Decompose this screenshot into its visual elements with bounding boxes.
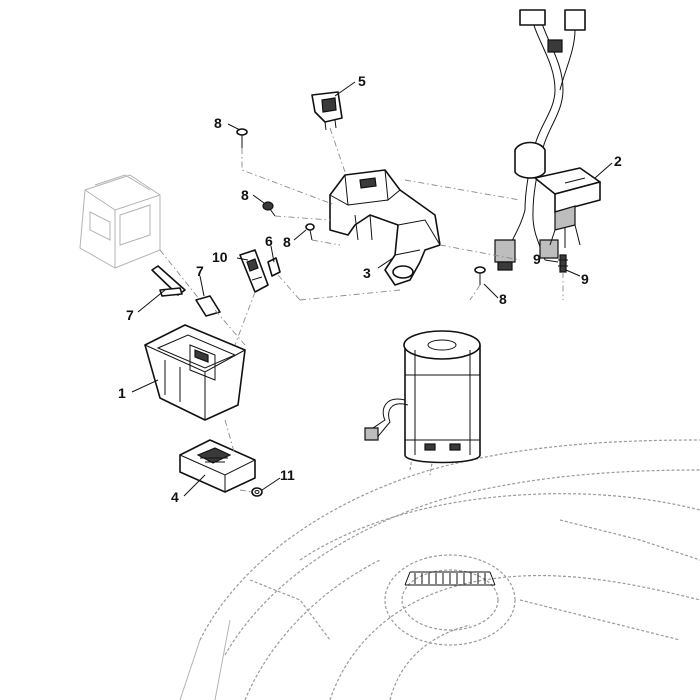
callout-11: 11 xyxy=(280,467,295,483)
callout-10: 10 xyxy=(212,249,228,265)
callout-7-right: 7 xyxy=(196,263,204,279)
callout-4: 4 xyxy=(171,489,179,505)
part-7-latch-right xyxy=(195,295,221,317)
callout-8-left: 8 xyxy=(283,234,291,250)
part-3-console-bracket xyxy=(329,169,441,286)
callout-9-right: 9 xyxy=(581,271,589,287)
assembly-lines xyxy=(159,127,564,493)
nut-11 xyxy=(251,487,263,497)
part-5-switch xyxy=(311,91,343,131)
screw-8-mid xyxy=(262,201,276,217)
mower-deck-outline xyxy=(179,439,700,700)
blade-hub-ring xyxy=(404,571,496,586)
screw-8-left xyxy=(305,223,315,241)
screw-8-right xyxy=(474,266,486,285)
part-4-control-module xyxy=(179,439,256,493)
callout-2: 2 xyxy=(614,153,622,169)
callout-3: 3 xyxy=(363,265,371,281)
wiring-harness xyxy=(494,9,586,271)
battery-pack xyxy=(79,174,161,269)
motor xyxy=(364,330,481,464)
part-1-battery-compartment xyxy=(144,324,246,421)
callout-8-right: 8 xyxy=(499,291,507,307)
part-7-latch-left xyxy=(151,265,186,297)
leader-lines xyxy=(131,81,613,497)
callout-5: 5 xyxy=(358,73,366,89)
callout-labels: 1 2 3 4 5 6 7 7 8 8 8 8 9 9 10 11 xyxy=(118,73,622,505)
callout-7-left: 7 xyxy=(126,307,134,323)
callout-8-mid: 8 xyxy=(241,187,249,203)
callout-9-left: 9 xyxy=(533,251,541,267)
screw-8-top xyxy=(236,128,248,148)
part-10-bracket xyxy=(239,249,269,293)
callout-1: 1 xyxy=(118,385,126,401)
screw-9 xyxy=(558,254,568,273)
part-2-switch-bracket xyxy=(534,167,601,248)
callout-6: 6 xyxy=(265,233,273,249)
callout-8-top: 8 xyxy=(214,115,222,131)
